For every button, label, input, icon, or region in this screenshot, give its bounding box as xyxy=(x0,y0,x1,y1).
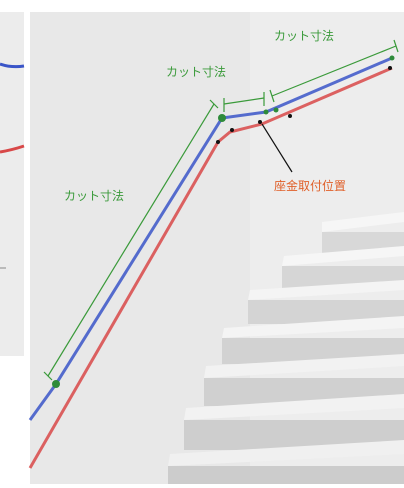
bracket-dot xyxy=(288,114,292,118)
bracket-dot xyxy=(230,128,234,132)
bracket-position-dots xyxy=(216,66,392,144)
bracket-position-label: 座金取付位置 xyxy=(274,179,347,193)
cut-marker xyxy=(263,109,269,115)
cut-marker xyxy=(273,107,279,113)
cut-length-label-middle: カット寸法 xyxy=(166,65,227,79)
cut-marker xyxy=(389,55,395,61)
left-inset-panel xyxy=(0,12,25,356)
stair-scene xyxy=(30,12,404,484)
stair-steps xyxy=(168,212,404,484)
bracket-dot xyxy=(258,120,262,124)
red-handrail-line xyxy=(28,66,393,469)
bracket-leader-line xyxy=(261,123,293,173)
dimension-brackets xyxy=(43,39,399,381)
cut-marker xyxy=(52,380,60,388)
cut-length-label-left: カット寸法 xyxy=(64,189,125,203)
cut-length-label-top: カット寸法 xyxy=(274,29,335,43)
cut-marker xyxy=(218,114,226,122)
bracket-dot xyxy=(216,140,220,144)
cut-markers xyxy=(52,55,395,388)
bracket-dot xyxy=(388,66,392,70)
